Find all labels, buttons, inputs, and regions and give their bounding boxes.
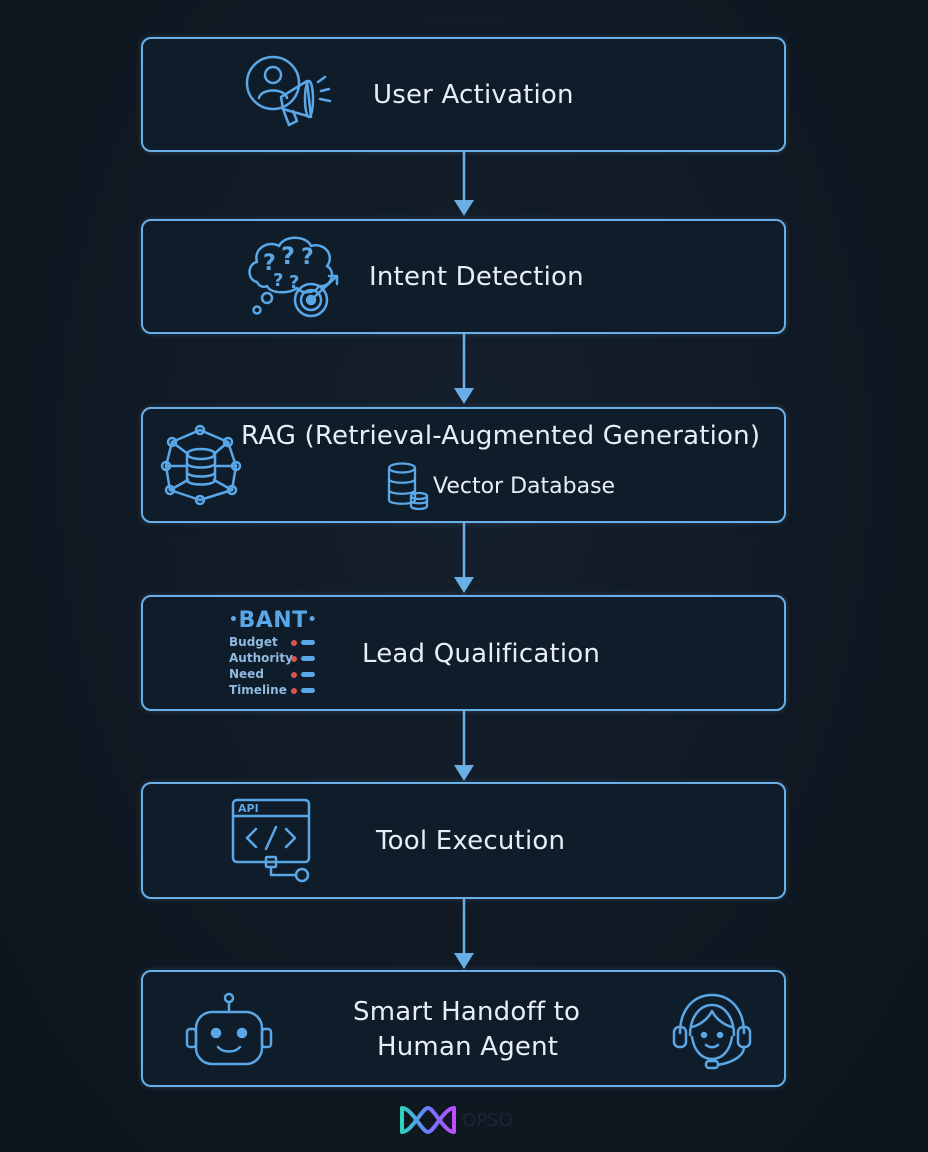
step-label-rag: RAG (Retrieval-Augmented Generation)	[241, 421, 761, 451]
svg-text:?: ?	[301, 245, 314, 270]
step-sublabel-vector-database: Vector Database	[433, 474, 616, 499]
step-label-user-activation: User Activation	[373, 80, 574, 110]
svg-text:?: ?	[281, 242, 295, 270]
bant-dot	[291, 688, 297, 694]
robot-icon	[183, 991, 277, 1069]
user-megaphone-icon	[243, 55, 347, 135]
step-label-tool-execution: Tool Execution	[376, 826, 566, 856]
step-box-lead-qualification	[141, 595, 786, 711]
bant-bar	[301, 640, 315, 645]
step-label-smart-handoff-line2: Human Agent	[377, 1032, 559, 1062]
logo-icon	[398, 1100, 458, 1144]
bant-row-authority: Authority	[229, 651, 329, 667]
bant-label: Budget	[229, 635, 278, 649]
svg-text:?: ?	[273, 270, 283, 291]
step-label-intent-detection: Intent Detection	[369, 262, 584, 292]
step-box-smart-handoff	[141, 970, 786, 1087]
bant-dot	[291, 656, 297, 662]
bant-dot	[291, 672, 297, 678]
flow-arrow	[451, 711, 477, 787]
network-database-icon	[158, 424, 246, 508]
bant-title: •BANT•	[229, 608, 318, 633]
step-box-intent-detection	[141, 219, 786, 334]
bant-bar	[301, 688, 315, 693]
svg-text:?: ?	[263, 251, 276, 276]
flow-arrow	[451, 334, 477, 410]
step-label-lead-qualification: Lead Qualification	[362, 639, 601, 669]
bant-checklist-icon: •BANT• Budget Authority Need Timeline	[229, 608, 329, 700]
headset-agent-icon	[670, 989, 754, 1073]
flow-arrow	[451, 899, 477, 975]
bant-bar	[301, 672, 315, 677]
bant-row-budget: Budget	[229, 635, 329, 651]
flow-arrow	[451, 523, 477, 599]
bant-label: Authority	[229, 651, 293, 665]
step-box-rag	[141, 407, 786, 523]
bant-row-need: Need	[229, 667, 329, 683]
step-label-smart-handoff-line1: Smart Handoff to	[353, 997, 581, 1027]
bant-dot	[291, 640, 297, 646]
svg-text:?: ?	[289, 272, 299, 293]
database-icon	[386, 462, 430, 512]
bant-bar	[301, 656, 315, 661]
thought-target-icon: ? ? ? ? ?	[245, 232, 345, 322]
logo-text: OPSO	[462, 1110, 513, 1131]
flow-arrow	[451, 152, 477, 222]
api-text: API	[238, 802, 259, 815]
bant-row-timeline: Timeline	[229, 683, 329, 699]
api-code-icon: API	[230, 797, 316, 887]
bant-label: Need	[229, 667, 264, 681]
bant-label: Timeline	[229, 683, 287, 697]
